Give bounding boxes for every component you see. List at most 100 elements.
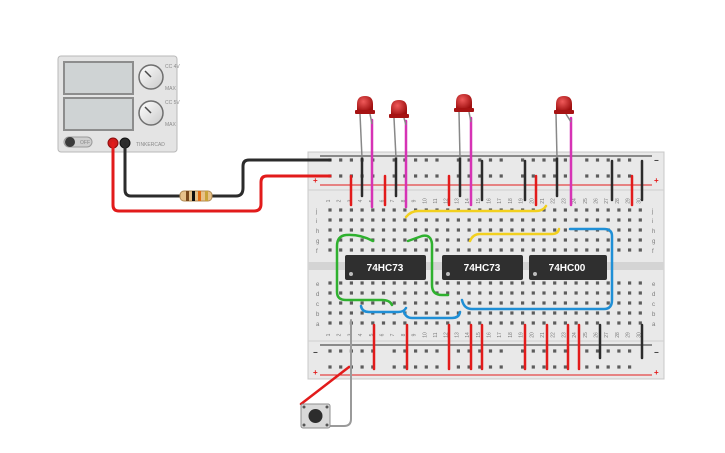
breadboard-hole[interactable] xyxy=(360,291,364,295)
breadboard-hole[interactable] xyxy=(499,158,503,162)
breadboard-hole[interactable] xyxy=(446,321,450,325)
breadboard-hole[interactable] xyxy=(328,349,332,353)
breadboard-hole[interactable] xyxy=(349,248,353,252)
breadboard-hole[interactable] xyxy=(392,208,396,212)
breadboard-hole[interactable] xyxy=(467,248,471,252)
breadboard-hole[interactable] xyxy=(617,291,621,295)
breadboard-hole[interactable] xyxy=(617,321,621,325)
breadboard-hole[interactable] xyxy=(585,248,589,252)
breadboard-hole[interactable] xyxy=(339,228,343,232)
breadboard-hole[interactable] xyxy=(328,281,332,285)
breadboard-hole[interactable] xyxy=(488,248,493,252)
breadboard-hole[interactable] xyxy=(403,365,407,369)
breadboard-hole[interactable] xyxy=(510,311,514,315)
breadboard-hole[interactable] xyxy=(510,248,514,252)
breadboard-hole[interactable] xyxy=(381,228,386,232)
breadboard-hole[interactable] xyxy=(381,248,386,252)
breadboard-hole[interactable] xyxy=(339,238,343,242)
breadboard-hole[interactable] xyxy=(435,174,439,178)
breadboard-hole[interactable] xyxy=(638,291,642,295)
breadboard-hole[interactable] xyxy=(349,301,353,305)
breadboard-hole[interactable] xyxy=(414,301,418,305)
breadboard-hole[interactable] xyxy=(435,281,439,285)
breadboard-hole[interactable] xyxy=(435,158,439,162)
breadboard-hole[interactable] xyxy=(617,238,621,242)
breadboard-hole[interactable] xyxy=(478,321,482,325)
breadboard-hole[interactable] xyxy=(595,291,600,295)
wire-green-2[interactable] xyxy=(406,234,450,297)
breadboard-hole[interactable] xyxy=(563,208,567,212)
breadboard-hole[interactable] xyxy=(521,248,525,252)
breadboard-hole[interactable] xyxy=(638,218,642,222)
breadboard-hole[interactable] xyxy=(585,218,589,222)
breadboard-hole[interactable] xyxy=(499,311,503,315)
breadboard-hole[interactable] xyxy=(542,228,546,232)
breadboard-hole[interactable] xyxy=(392,238,396,242)
breadboard-hole[interactable] xyxy=(456,365,460,369)
breadboard-hole[interactable] xyxy=(392,321,396,325)
breadboard-hole[interactable] xyxy=(521,158,525,162)
breadboard-hole[interactable] xyxy=(574,218,578,222)
wire-blue-1[interactable] xyxy=(359,304,408,314)
breadboard-hole[interactable] xyxy=(328,321,332,325)
breadboard-hole[interactable] xyxy=(360,248,364,252)
led-2[interactable] xyxy=(389,100,409,159)
breadboard-hole[interactable] xyxy=(403,248,407,252)
breadboard-hole[interactable] xyxy=(467,321,471,325)
breadboard-hole[interactable] xyxy=(638,228,642,232)
breadboard-hole[interactable] xyxy=(392,174,396,178)
breadboard-hole[interactable] xyxy=(574,291,578,295)
breadboard-hole[interactable] xyxy=(617,365,621,369)
breadboard-hole[interactable] xyxy=(585,281,589,285)
breadboard-hole[interactable] xyxy=(328,311,332,315)
chip-74hc73-b[interactable]: 74HC73 xyxy=(442,255,523,280)
breadboard-hole[interactable] xyxy=(360,349,364,353)
breadboard-hole[interactable] xyxy=(339,281,343,285)
breadboard-hole[interactable] xyxy=(531,321,535,325)
breadboard-hole[interactable] xyxy=(574,248,578,252)
breadboard-hole[interactable] xyxy=(563,281,567,285)
breadboard-hole[interactable] xyxy=(628,281,632,285)
breadboard-hole[interactable] xyxy=(371,248,375,252)
breadboard-hole[interactable] xyxy=(521,281,525,285)
breadboard-hole[interactable] xyxy=(510,218,514,222)
breadboard-hole[interactable] xyxy=(638,248,642,252)
breadboard-hole[interactable] xyxy=(595,158,600,162)
breadboard-hole[interactable] xyxy=(339,311,343,315)
breadboard-hole[interactable] xyxy=(628,311,632,315)
breadboard-hole[interactable] xyxy=(553,228,557,232)
breadboard-hole[interactable] xyxy=(531,281,535,285)
breadboard-hole[interactable] xyxy=(606,349,610,353)
breadboard-hole[interactable] xyxy=(371,321,375,325)
breadboard-hole[interactable] xyxy=(478,311,482,315)
breadboard-hole[interactable] xyxy=(563,158,567,162)
breadboard-hole[interactable] xyxy=(456,321,460,325)
breadboard-hole[interactable] xyxy=(424,174,428,178)
breadboard-hole[interactable] xyxy=(488,228,493,232)
breadboard-hole[interactable] xyxy=(392,248,396,252)
breadboard-hole[interactable] xyxy=(499,291,503,295)
breadboard-hole[interactable] xyxy=(339,218,343,222)
breadboard-hole[interactable] xyxy=(478,349,482,353)
breadboard-hole[interactable] xyxy=(510,291,514,295)
breadboard-hole[interactable] xyxy=(638,208,642,212)
breadboard-hole[interactable] xyxy=(414,349,418,353)
breadboard-hole[interactable] xyxy=(553,291,557,295)
breadboard-hole[interactable] xyxy=(446,228,450,232)
breadboard-hole[interactable] xyxy=(414,291,418,295)
breadboard-hole[interactable] xyxy=(456,228,460,232)
wire-blue-3[interactable] xyxy=(460,227,614,311)
breadboard-hole[interactable] xyxy=(628,248,632,252)
breadboard-hole[interactable] xyxy=(435,238,439,242)
breadboard-hole[interactable] xyxy=(585,349,589,353)
breadboard-hole[interactable] xyxy=(414,365,418,369)
breadboard-hole[interactable] xyxy=(339,321,343,325)
led-3[interactable] xyxy=(454,94,474,159)
breadboard-hole[interactable] xyxy=(414,158,418,162)
breadboard-hole[interactable] xyxy=(456,281,460,285)
breadboard-hole[interactable] xyxy=(595,208,600,212)
breadboard-hole[interactable] xyxy=(339,248,343,252)
breadboard-hole[interactable] xyxy=(638,281,642,285)
breadboard-hole[interactable] xyxy=(553,158,557,162)
breadboard-hole[interactable] xyxy=(606,291,610,295)
